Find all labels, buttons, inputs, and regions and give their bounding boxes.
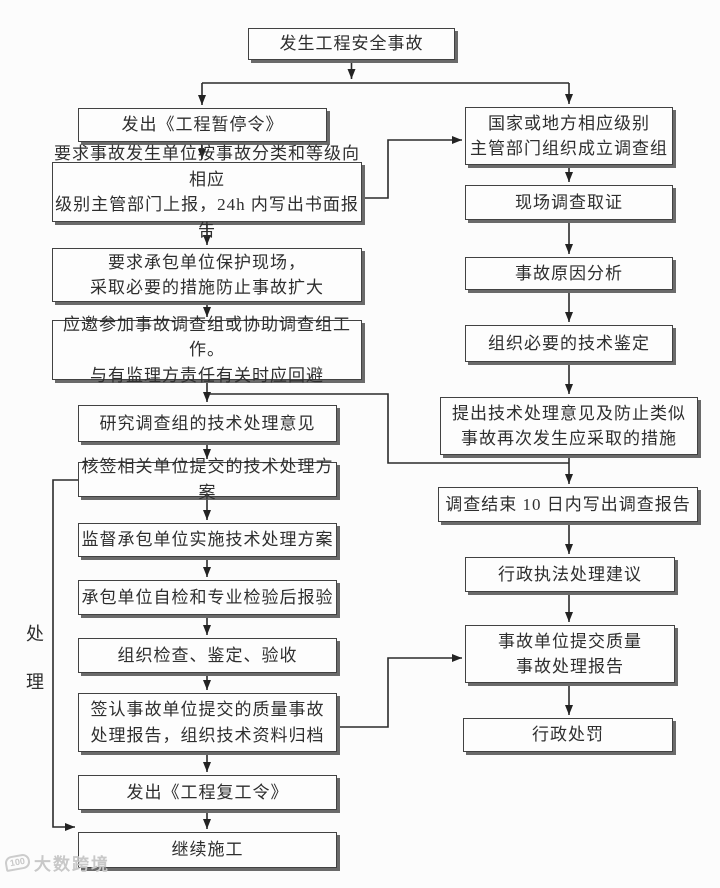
node-technical-appraisal: 组织必要的技术鉴定 [465, 325, 673, 362]
node-authority-forms-investigation-team: 国家或地方相应级别 主管部门组织成立调查组 [465, 107, 673, 165]
watermark: 100 大数跨境 [3, 850, 111, 875]
watermark-logo-icon: 100 [3, 852, 32, 873]
node-countersign-treatment-plan: 核签相关单位提交的技术处理方案 [78, 457, 337, 502]
node-contractor-self-inspection: 承包单位自检和专业检验后报验 [78, 580, 337, 615]
node-accident-occurs: 发生工程安全事故 [248, 28, 455, 60]
node-enforcement-suggestion: 行政执法处理建议 [465, 557, 675, 592]
node-report-to-authority: 要求事故发生单位按事故分类和等级向相应 级别主管部门上报，24h 内写出书面报告 [52, 144, 362, 240]
node-administrative-penalty: 行政处罚 [463, 718, 673, 752]
node-submit-quality-report: 事故单位提交质量 事故处理报告 [465, 625, 675, 683]
connector [209, 393, 569, 464]
node-propose-treatment-measures: 提出技术处理意见及防止类似 事故再次发生应采取的措施 [440, 397, 698, 455]
node-site-investigation: 现场调查取证 [465, 185, 673, 220]
node-supervise-implementation: 监督承包单位实施技术处理方案 [78, 523, 337, 557]
node-investigation-report: 调查结束 10 日内写出调查报告 [438, 487, 698, 522]
side-label-handling: 处理 [24, 624, 44, 720]
node-issue-resume-order: 发出《工程复工令》 [78, 775, 337, 810]
connector-arrow [337, 654, 462, 728]
node-issue-stop-order: 发出《工程暂停令》 [78, 108, 327, 142]
node-protect-site: 要求承包单位保护现场， 采取必要的措施防止事故扩大 [52, 248, 362, 302]
node-cause-analysis: 事故原因分析 [465, 257, 673, 290]
node-continue-construction: 继续施工 [78, 832, 337, 868]
watermark-text: 大数跨境 [34, 855, 111, 874]
node-organize-inspection-acceptance: 组织检查、鉴定、验收 [78, 638, 337, 673]
node-review-technical-opinion: 研究调查组的技术处理意见 [78, 405, 337, 442]
node-countersign-quality-report: 签认事故单位提交的质量事故 处理报告，组织技术资料归档 [78, 693, 337, 752]
node-join-investigation-team: 应邀参加事故调查组或协助调查组工作。 与有监理方责任有关时应回避 [52, 315, 362, 385]
connector-arrow [362, 136, 462, 199]
connector-arrow [52, 479, 78, 831]
